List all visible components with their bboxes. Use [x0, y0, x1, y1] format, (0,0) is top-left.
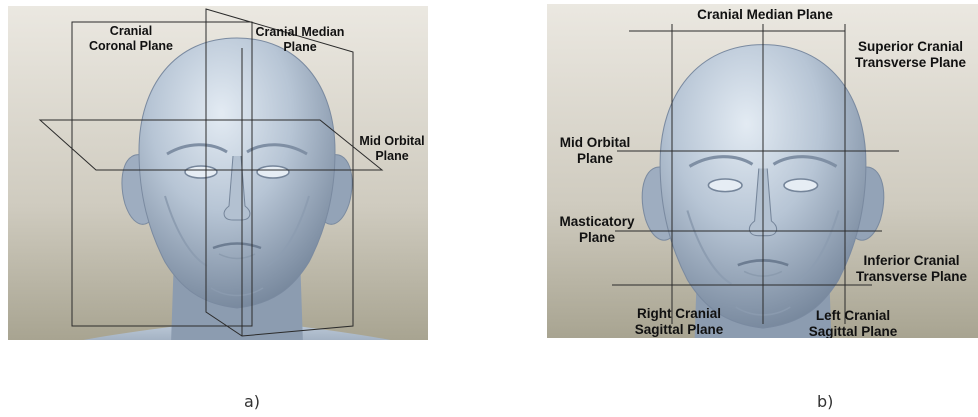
- label-mid-orbital-plane: Mid Orbital Plane: [547, 135, 643, 167]
- diagram-panel-a: Cranial Coronal Plane Cranial Median Pla…: [8, 6, 428, 340]
- caption-a: a): [244, 392, 260, 411]
- label-cranial-median-plane: Cranial Median Plane: [685, 7, 845, 23]
- label-right-cranial-sagittal-plane: Right Cranial Sagittal Plane: [619, 306, 739, 338]
- panel-a-illustration: [8, 6, 428, 340]
- label-mid-orbital-plane: Mid Orbital Plane: [353, 134, 428, 164]
- diagram-panel-b: Cranial Median Plane Superior Cranial Tr…: [547, 4, 978, 338]
- label-inferior-cranial-transverse-plane: Inferior Cranial Transverse Plane: [845, 253, 978, 285]
- label-left-cranial-sagittal-plane: Left Cranial Sagittal Plane: [793, 308, 913, 338]
- label-masticatory-plane: Masticatory Plane: [547, 214, 647, 246]
- label-cranial-median-plane: Cranial Median Plane: [240, 25, 360, 55]
- label-cranial-coronal-plane: Cranial Coronal Plane: [76, 24, 186, 54]
- label-superior-cranial-transverse-plane: Superior Cranial Transverse Plane: [843, 39, 978, 71]
- caption-b: b): [817, 392, 833, 411]
